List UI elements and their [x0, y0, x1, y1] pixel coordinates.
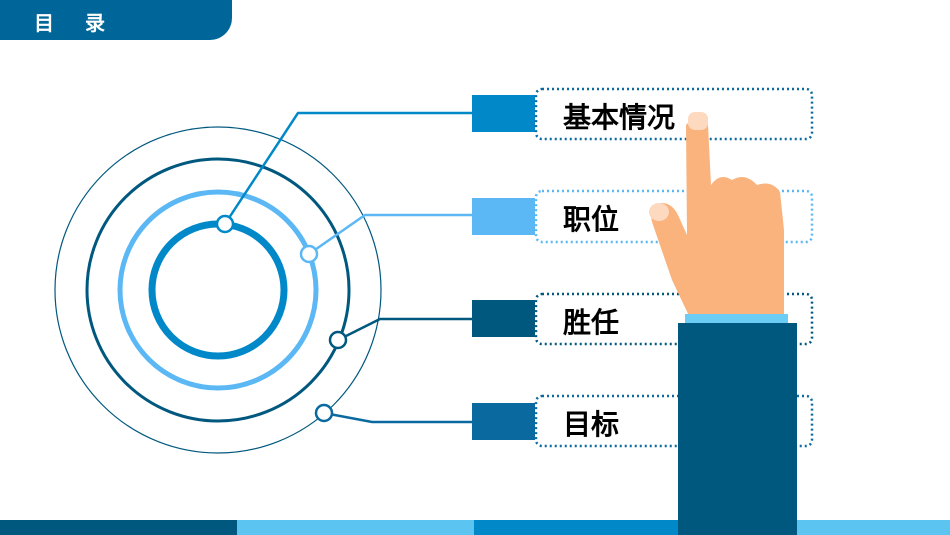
item-box-3	[534, 292, 814, 346]
node-1	[215, 214, 235, 234]
menu-item-4[interactable]: 目标	[563, 408, 620, 441]
item-box-1	[534, 87, 814, 141]
marker-1	[472, 95, 535, 132]
inner-ring	[148, 220, 288, 360]
connector-3	[337, 317, 472, 342]
marker-4	[472, 403, 535, 440]
menu-item-1[interactable]: 基本情况	[563, 101, 676, 134]
dark-ring	[85, 157, 351, 423]
footer-bar-1	[0, 520, 237, 535]
item-box-2	[534, 189, 814, 244]
footer-bar-2	[237, 520, 474, 535]
menu-item-3[interactable]: 胜任	[563, 306, 620, 339]
menu-item-2[interactable]: 职位	[563, 203, 620, 236]
node-3	[328, 330, 348, 350]
connector-4	[323, 411, 472, 424]
light-ring	[117, 189, 319, 391]
node-2	[299, 244, 319, 264]
page-title: 目 录	[34, 11, 117, 35]
outer-thin-ring	[54, 126, 382, 454]
marker-2	[472, 198, 535, 235]
connector-2	[308, 213, 472, 256]
footer-bar-4	[797, 520, 950, 535]
pointing-hand-icon	[649, 112, 797, 535]
item-box-4	[534, 394, 814, 448]
connector-1	[223, 111, 472, 225]
node-4	[314, 403, 334, 423]
title-bar: 目 录	[0, 0, 232, 40]
marker-3	[472, 300, 535, 337]
footer-bar-3	[474, 520, 678, 535]
